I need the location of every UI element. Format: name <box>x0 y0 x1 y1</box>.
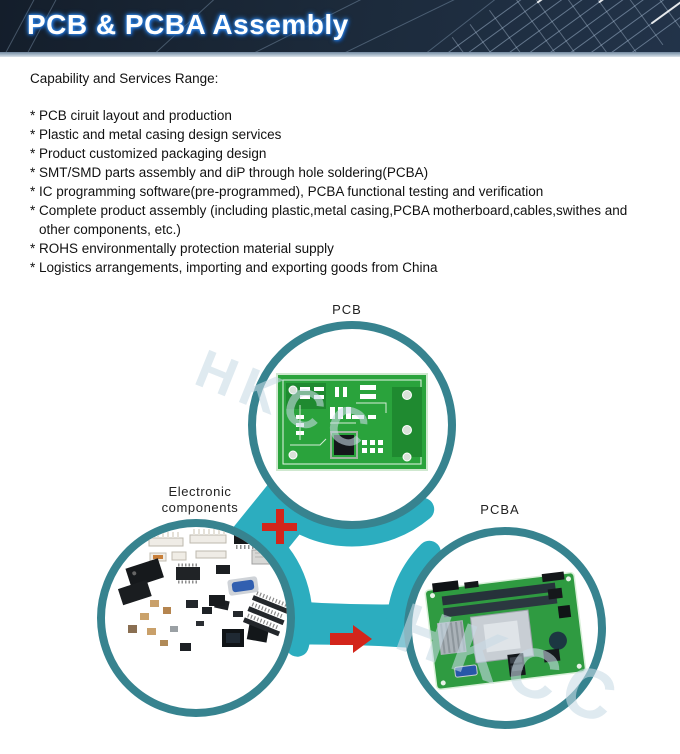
service-item: * PCB ciruit layout and production <box>30 108 232 123</box>
services-list: * PCB ciruit layout and production * Pla… <box>30 106 658 277</box>
components-circle <box>97 519 295 717</box>
pcb-circle <box>248 321 456 529</box>
service-item: * IC programming software(pre-programmed… <box>30 184 544 199</box>
plus-icon <box>262 509 297 544</box>
service-item: * Logistics arrangements, importing and … <box>30 260 438 275</box>
service-item: * ROHS environmentally protection materi… <box>30 241 334 256</box>
banner-accent-strip <box>0 52 680 57</box>
page-title: PCB & PCBA Assembly <box>27 9 349 40</box>
components-node-label: Electronic components <box>161 484 239 515</box>
pcba-photo <box>424 571 587 691</box>
pcb-node-label: PCB <box>332 302 362 317</box>
circuit-lines-decoration <box>5 0 680 52</box>
pcba-circle <box>404 527 606 729</box>
arrow-right-icon <box>330 625 372 653</box>
service-item: * Complete product assembly (including p… <box>30 203 628 237</box>
service-item: * Plastic and metal casing design servic… <box>30 127 282 142</box>
header-banner: PCB & PCBA Assembly <box>0 0 680 52</box>
capabilities-heading: Capability and Services Range: <box>30 71 219 86</box>
components-photo <box>117 529 287 651</box>
service-item: * SMT/SMD parts assembly and diP through… <box>30 165 429 180</box>
assembly-diagram: HKCC HKCC PCB Electronic components PCBA <box>0 295 680 754</box>
pcba-node-label: PCBA <box>480 502 520 517</box>
service-item: * Product customized packaging design <box>30 146 267 161</box>
pcb-photo <box>276 373 428 471</box>
